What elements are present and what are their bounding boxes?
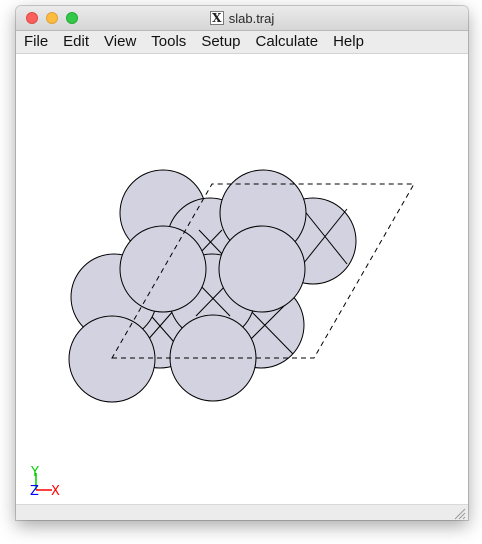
menu-setup[interactable]: Setup xyxy=(201,33,241,50)
bond-line xyxy=(145,309,175,343)
menu-view[interactable]: View xyxy=(104,33,137,50)
bond-line xyxy=(198,229,223,255)
menu-file[interactable]: File xyxy=(24,33,49,50)
zoom-button[interactable] xyxy=(66,12,78,24)
menu-calculate[interactable]: Calculate xyxy=(255,33,319,50)
window-title: slab.traj xyxy=(228,10,275,26)
status-bar xyxy=(16,504,468,520)
structure-canvas[interactable]: Y Z X xyxy=(16,54,468,504)
z-axis-label: Z xyxy=(30,484,39,499)
menu-bar: File Edit View Tools Setup Calculate Hel… xyxy=(16,31,468,54)
bond-line xyxy=(247,307,294,355)
menu-tools[interactable]: Tools xyxy=(151,33,187,50)
atoms-view[interactable]: Y Z X xyxy=(16,54,468,504)
menu-help[interactable]: Help xyxy=(333,33,364,50)
menu-edit[interactable]: Edit xyxy=(63,33,90,50)
minimize-button[interactable] xyxy=(46,12,58,24)
y-axis-label: Y xyxy=(30,465,39,480)
app-window: X slab.traj File Edit View Tools Setup C… xyxy=(16,6,468,520)
window-title-group: X slab.traj xyxy=(16,6,468,30)
resize-grip-icon[interactable] xyxy=(454,508,466,520)
close-button[interactable] xyxy=(26,12,38,24)
atom[interactable] xyxy=(68,315,156,403)
x-axis-label: X xyxy=(51,484,60,499)
axes-indicator: Y Z X xyxy=(30,465,60,499)
atom[interactable] xyxy=(218,225,306,313)
x11-app-icon: X xyxy=(209,11,224,25)
title-bar[interactable]: X slab.traj xyxy=(16,6,468,31)
atoms-layer xyxy=(68,169,357,403)
bond-line xyxy=(302,208,348,265)
